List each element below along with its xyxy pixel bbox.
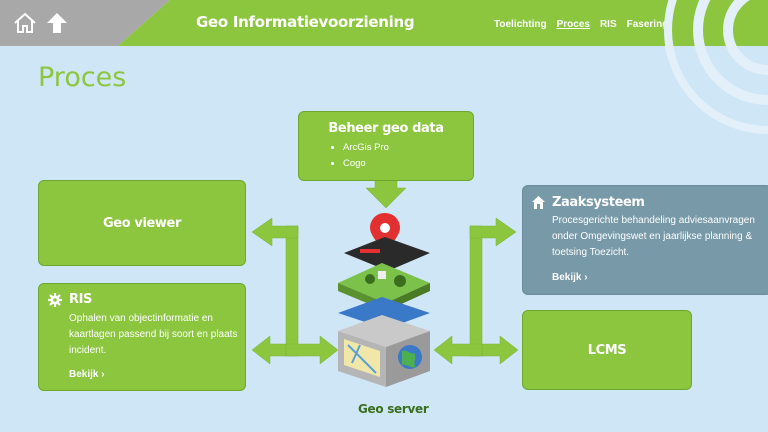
ris-title: RIS xyxy=(69,292,93,307)
beheer-title: Beheer geo data xyxy=(328,121,444,136)
nav-proces[interactable]: Proces xyxy=(556,19,590,30)
geo-server-illustration xyxy=(338,213,430,387)
zaaksysteem-box: Zaaksysteem Procesgerichte behandeling a… xyxy=(522,185,768,295)
top-bar-background xyxy=(0,0,768,46)
arrow-up-icon[interactable] xyxy=(44,10,70,36)
decorative-circles xyxy=(664,0,768,134)
ris-text: Ophalen van objectinformatie en kaartlag… xyxy=(69,313,238,356)
nav-fasering[interactable]: Fasering xyxy=(626,19,669,30)
zaaksysteem-title: Zaaksysteem xyxy=(552,195,645,210)
geo-server-label: Geo server xyxy=(358,402,429,416)
lcms-box[interactable]: LCMS xyxy=(522,310,692,390)
beheer-geo-data-box: Beheer geo data ArcGis Pro Cogo xyxy=(298,111,474,181)
house-icon xyxy=(531,195,546,215)
top-bar: Geo Informatievoorziening Toelichting Pr… xyxy=(0,0,768,46)
page-title: Proces xyxy=(38,62,127,93)
app-title: Geo Informatievoorziening xyxy=(196,13,415,31)
zaaksysteem-bekijk-link[interactable]: Bekijk › xyxy=(552,272,588,283)
zaaksysteem-text: Procesgerichte behandeling adviesaanvrag… xyxy=(552,215,755,258)
list-item: Cogo xyxy=(343,156,473,172)
gear-icon xyxy=(48,293,62,312)
geo-viewer-title: Geo viewer xyxy=(103,215,181,231)
list-item: ArcGis Pro xyxy=(343,140,473,156)
lcms-title: LCMS xyxy=(587,342,627,358)
nav-toelichting[interactable]: Toelichting xyxy=(494,19,547,30)
home-icon[interactable] xyxy=(12,10,38,36)
geo-viewer-box[interactable]: Geo viewer xyxy=(38,180,246,266)
ris-box: RIS Ophalen van objectinformatie en kaar… xyxy=(38,283,246,391)
top-nav: Toelichting Proces RIS Fasering xyxy=(494,19,668,30)
nav-ris[interactable]: RIS xyxy=(599,19,617,30)
ris-bekijk-link[interactable]: Bekijk › xyxy=(69,369,105,380)
beheer-list: ArcGis Pro Cogo xyxy=(327,140,473,172)
